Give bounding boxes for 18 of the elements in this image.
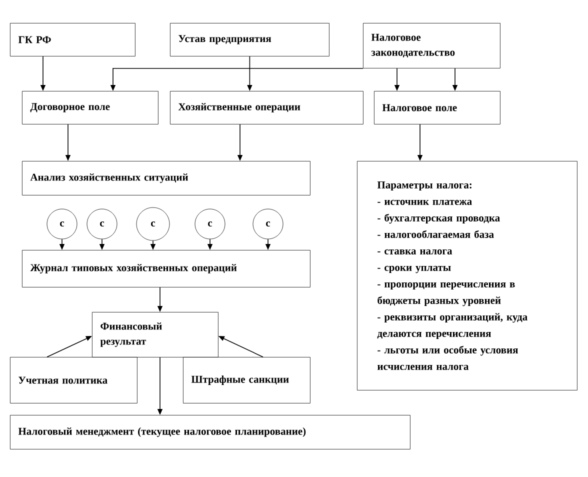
- process-box: Анализ хозяйственных ситуаций: [22, 161, 310, 196]
- process-box: Договорное поле: [22, 91, 158, 124]
- circle-node: с: [252, 208, 284, 240]
- process-box: Журнал типовых хозяйственных операций: [22, 250, 310, 288]
- process-box: Штрафные санкции: [183, 357, 310, 404]
- circle-node: с: [194, 208, 226, 240]
- process-box: Финансовый результат: [92, 312, 218, 358]
- circle-node: с: [136, 207, 170, 241]
- circle-node: с: [46, 208, 78, 240]
- process-box: Хозяйственные операции: [170, 91, 364, 124]
- process-box: Налоговое поле: [374, 91, 500, 124]
- process-box: Устав предприятия: [170, 23, 330, 56]
- circle-node: с: [86, 208, 118, 240]
- process-box: Налоговое законодательство: [363, 23, 500, 68]
- process-box: Налоговый менеджмент (текущее налоговое планирование): [10, 415, 410, 450]
- process-box: Учетная политика: [10, 357, 138, 404]
- process-box: Параметры налога: - источник платежа - бухгалтерская проводка - налогооблагаемая база - ставка налога - сроки уплаты - пропорции перечисления в бюджеты разных уровней - реквизиты организаций, куда делаются перечисления - льготы или особые условия исчисления налога: [357, 161, 578, 390]
- process-box: ГК РФ: [10, 23, 136, 56]
